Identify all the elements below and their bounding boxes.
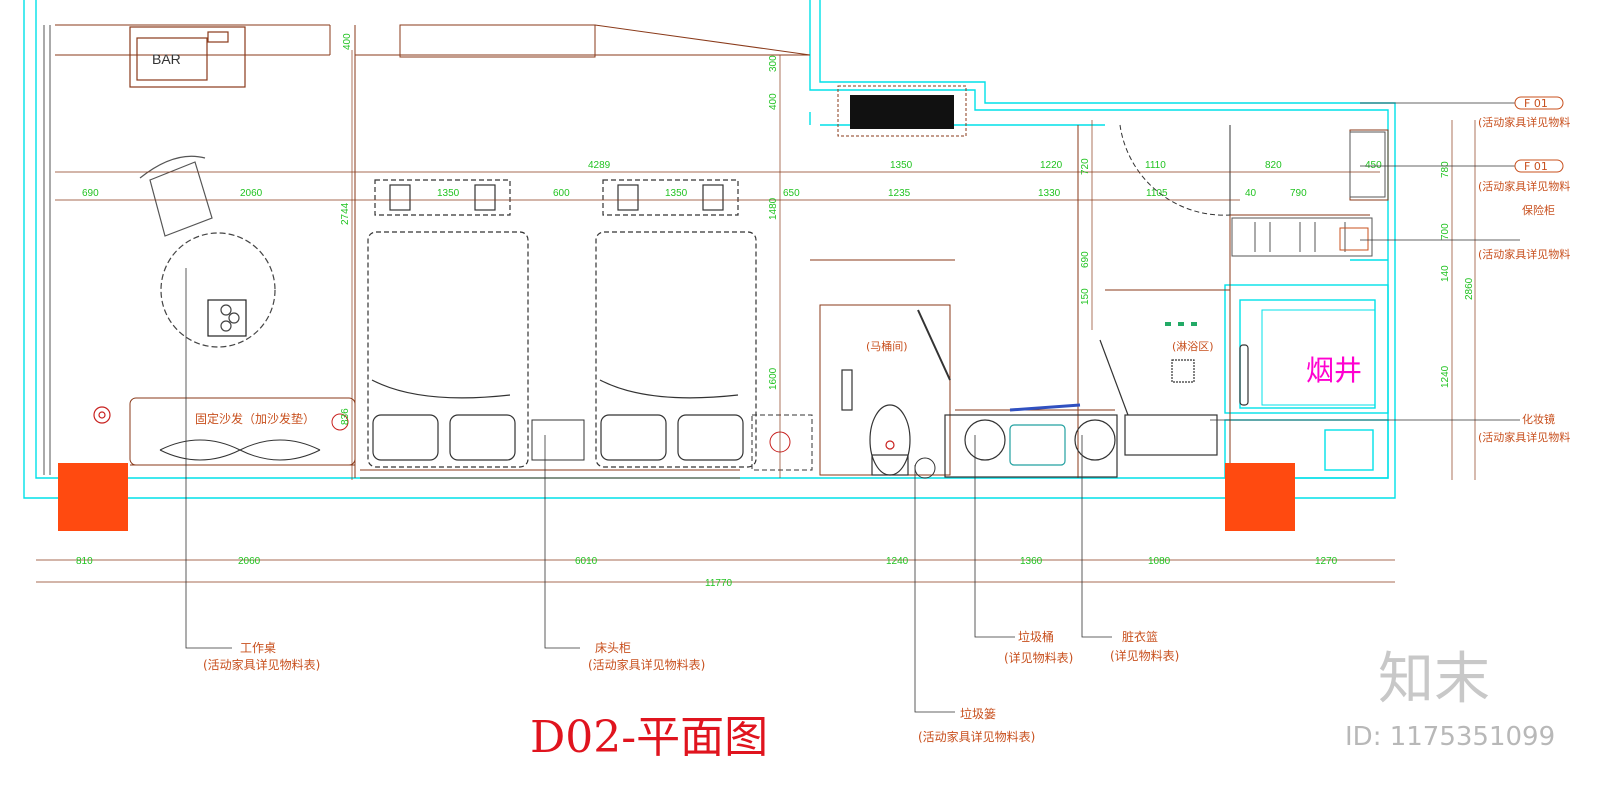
side-cabinet [751,414,813,471]
dim-total: 11770 [705,578,733,589]
shower-area [1099,339,1249,456]
vanity [944,403,1118,478]
callout-safe-name: 保险柜 [1522,203,1555,217]
callout-nightstand-name: 床头柜 [595,641,631,655]
bed-right [595,179,757,468]
dim-r2-9: 40 [1245,188,1257,199]
shower-label: (淋浴区) [1172,340,1214,353]
lounge-chair [139,155,213,237]
sofa-lamp-icon [331,413,349,431]
floor-lamp-icon [93,406,111,424]
watermark-id: ID: 1175351099 [1345,722,1555,752]
sofa-label: 固定沙发（加沙发垫） [195,411,315,426]
dim-r2-0: 690 [82,188,99,199]
callout-mirror-name: 化妆镜 [1522,412,1555,426]
dim-r2-2: 1350 [437,188,460,199]
svg-text:F 01: F 01 [1524,97,1548,110]
dim-r2-10: 790 [1290,188,1307,199]
callout-right2-tag: F 01 [1514,159,1564,173]
dim-b-5: 1080 [1148,556,1171,567]
entry-door [1119,124,1231,216]
toilet-room-label: (马桶间) [866,339,908,353]
dim-b-6: 1270 [1315,556,1338,567]
callout-desk-name: 工作桌 [240,641,276,655]
nightstand [531,419,585,461]
dim-vr-2: 140 [1440,265,1451,282]
dim-vr-3: 1240 [1440,365,1451,388]
wardrobe [1231,131,1386,257]
callout-safe-note: (活动家具详见物料 [1478,247,1570,261]
dim-b-1: 2060 [238,556,261,567]
dim-vm-1: 690 [1080,251,1091,268]
dim-r1-0: 4289 [588,160,611,171]
callout-laundry-name: 脏衣篮 [1122,629,1158,644]
callout-laundry-note: (详见物料表) [1110,648,1179,663]
dim-b-3: 1240 [886,556,909,567]
callout-right1-note: (活动家具详见物料 [1478,115,1570,129]
ac-unit [837,85,967,137]
dim-r2-4: 1350 [665,188,688,199]
dim-b-0: 810 [76,556,93,567]
dim-b-2: 6010 [575,556,598,567]
dim-r1-2: 1220 [1040,160,1063,171]
toilet [841,309,951,476]
dim-vl-5: 2744 [340,202,351,225]
dim-r2-8: 1105 [1146,188,1168,199]
dim-r2-6: 1235 [888,188,911,199]
dim-vl-3: 1480 [768,197,779,220]
callout-trashbasket-name: 垃圾篓 [960,706,996,721]
callout-trashbin-name: 垃圾桶 [1018,629,1054,644]
dim-vr-0: 780 [1440,161,1451,178]
fixed-sofa [129,397,356,466]
dim-b-4: 1360 [1020,556,1043,567]
dim-vm-2: 150 [1080,288,1091,305]
dim-vl-6: 836 [340,408,351,425]
bed-left [367,179,529,468]
shower-drain-icon [1165,322,1197,326]
dim-r2-5: 650 [783,188,800,199]
round-table [160,232,276,348]
dim-vl-2: 400 [768,93,779,110]
bar-label: BAR [152,51,181,67]
svg-text:F 01: F 01 [1524,160,1548,173]
dim-vl-4: 1600 [768,367,779,390]
callout-desk-note: (活动家具详见物料表) [203,657,320,672]
callout-right1-tag: F 01 [1514,96,1564,110]
dim-vl-1: 300 [768,55,779,72]
window-hatch [43,25,51,475]
dimension-lines [36,50,1476,583]
dim-vm-0: 720 [1080,158,1091,175]
shaft-frame [1261,309,1376,406]
leader-lines [185,102,1520,713]
dim-r1-4: 820 [1265,160,1282,171]
shaft-label: 烟井 [1306,354,1362,387]
dim-r2-7: 1330 [1038,188,1061,199]
dim-vl-0: 400 [342,33,353,50]
dim-r2-3: 600 [553,188,570,199]
callout-nightstand-note: (活动家具详见物料表) [588,657,705,672]
drawing-title: D02-平面图 [530,712,768,763]
bar-counter [129,26,246,88]
callout-mirror-note: (活动家具详见物料 [1478,430,1570,444]
dim-vr-4: 2860 [1464,277,1475,300]
column-right [1225,463,1295,531]
dim-r2-1: 2060 [240,188,263,199]
callout-right2-note: (活动家具详见物料 [1478,179,1570,193]
callout-trashbasket-note: (活动家具详见物料表) [918,729,1035,744]
dim-r1-3: 1110 [1145,160,1166,171]
callout-trashbin-note: (详见物料表) [1004,650,1073,665]
watermark-logo: 知末 [1378,647,1490,712]
dim-vr-1: 700 [1440,223,1451,240]
interior-walls [55,24,1389,479]
dim-r1-1: 1350 [890,160,913,171]
dim-r1-5: 450 [1365,160,1382,171]
column-left [58,463,128,531]
